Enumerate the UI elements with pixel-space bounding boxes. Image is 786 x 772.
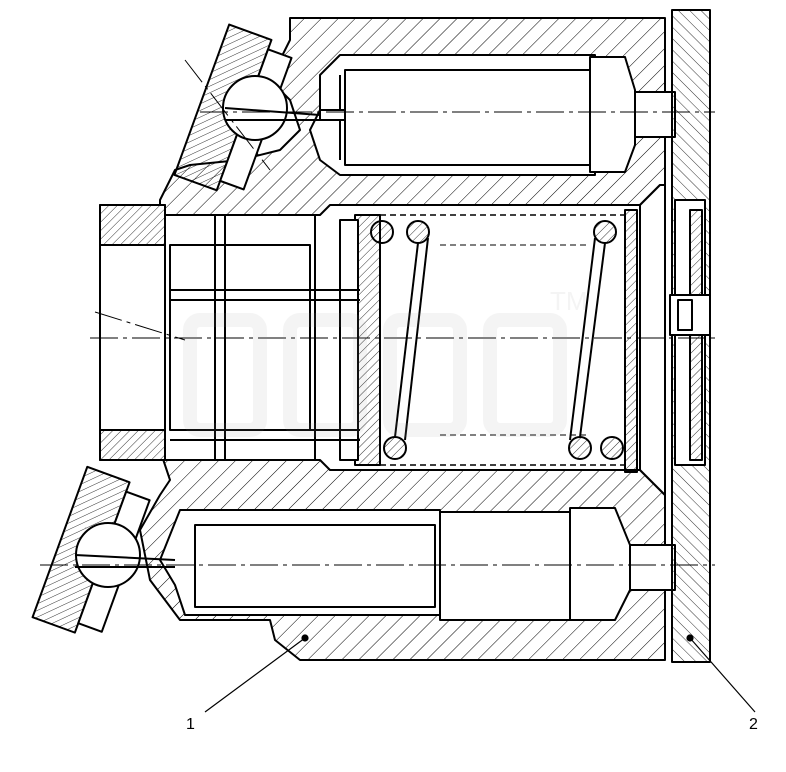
callout-label-2: 2 [749, 716, 758, 733]
lower-piston-head-ring [439, 511, 571, 621]
spring-coil [406, 220, 430, 244]
spring-seat-left-rim [339, 219, 359, 461]
spring-seat-left [354, 214, 381, 466]
callout-label-1: 1 [186, 716, 195, 733]
upper-piston-head [589, 56, 636, 173]
upper-piston [344, 69, 591, 166]
lower-piston [194, 524, 436, 608]
lower-piston-rod [629, 544, 676, 591]
upper-ball-joint [222, 75, 288, 141]
spring-coil [568, 436, 592, 460]
valve-ring [639, 184, 666, 496]
spring-seat-right [624, 209, 638, 473]
spring-coil [593, 220, 617, 244]
upper-piston-rod [634, 91, 676, 138]
leader-line-1 [204, 637, 306, 713]
lower-piston-head [569, 507, 631, 621]
spring-coil [383, 436, 407, 460]
spring-coil [370, 220, 394, 244]
leader-line-2 [689, 637, 756, 713]
leader-dot-1 [301, 634, 309, 642]
leader-dot-2 [686, 634, 694, 642]
spring-coil [600, 436, 624, 460]
